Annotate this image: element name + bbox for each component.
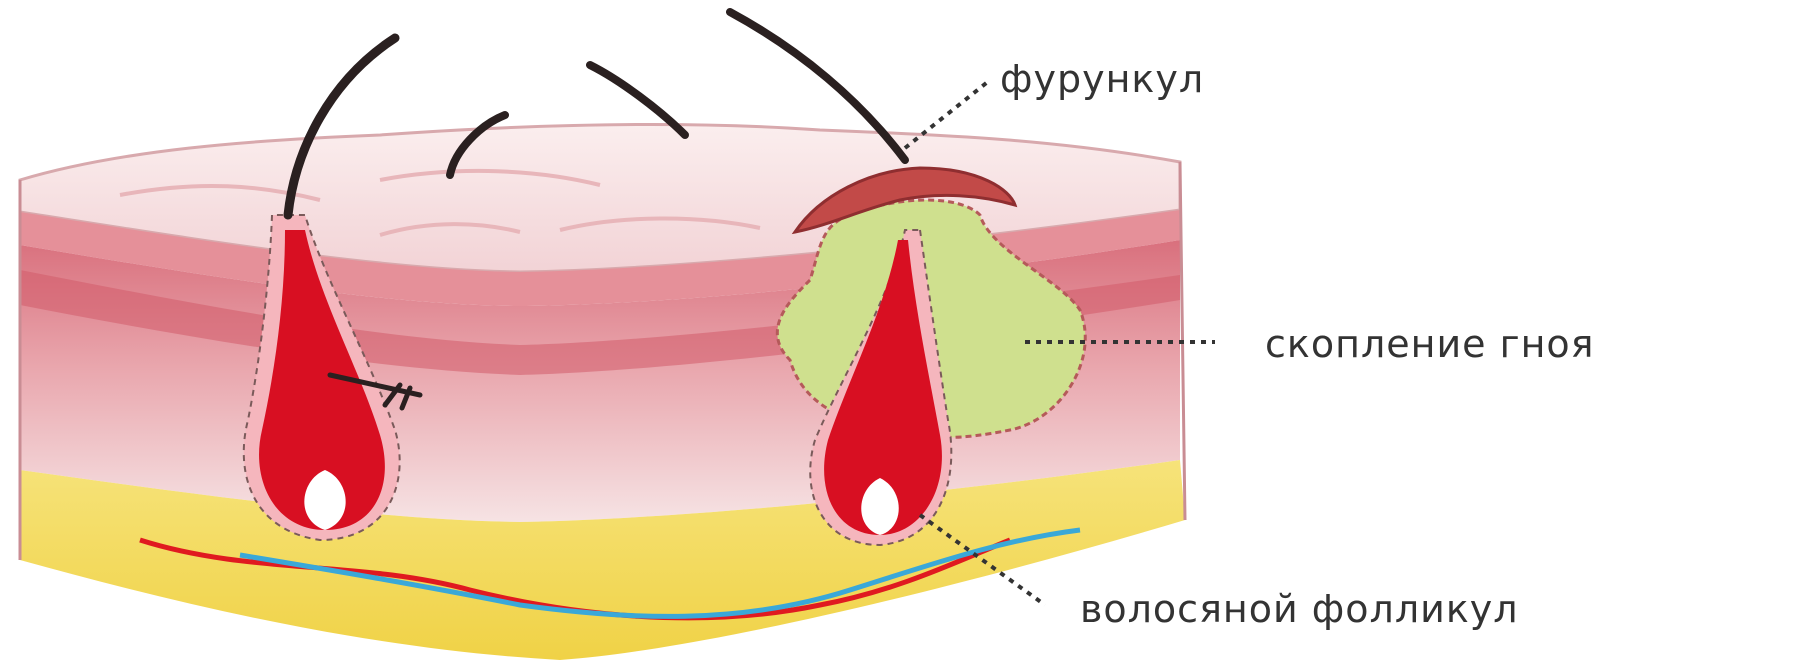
label-pus-accumulation: скопление гноя — [1265, 322, 1595, 366]
label-hair-follicle: волосяной фолликул — [1080, 587, 1519, 631]
label-furuncle: фурункул — [1000, 57, 1204, 101]
